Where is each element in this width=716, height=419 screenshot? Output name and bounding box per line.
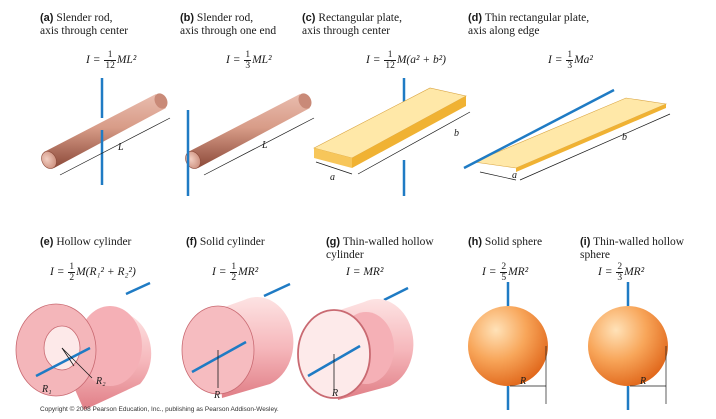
caption-g: (g) Thin-walled hollow cylinder <box>326 236 434 262</box>
rod-body <box>188 94 310 168</box>
radius-label: R <box>519 376 526 387</box>
rod-center-drawing: L <box>41 78 171 185</box>
plate-top-face <box>472 97 668 169</box>
caption-f: (f) Solid cylinder <box>186 236 265 249</box>
radius-label: R <box>639 376 646 387</box>
caption-letter: (a) <box>40 12 54 24</box>
caption-text: Solid cylinder <box>199 236 265 248</box>
caption-h: (h) Solid sphere <box>468 236 542 249</box>
dimension-a-line <box>479 171 517 181</box>
caption-letter: (i) <box>580 236 591 248</box>
plate-top-face <box>313 87 467 159</box>
rotation-axis <box>35 346 91 378</box>
hollow-sphere-drawing: R <box>588 282 668 410</box>
caption-letter: (f) <box>186 236 197 248</box>
solid-cylinder-drawing: R <box>181 282 294 401</box>
dimension-b-label: b <box>454 128 459 139</box>
caption-letter: (g) <box>326 236 341 248</box>
plate-front-edge <box>314 148 352 168</box>
length-label: L <box>261 140 268 151</box>
length-label: L <box>117 142 124 153</box>
caption-letter: (h) <box>468 236 483 248</box>
caption-text: Solid sphere <box>484 236 543 248</box>
dimension-b-line <box>357 111 471 175</box>
plate-edge-drawing: a b <box>463 88 671 181</box>
radius-label: R <box>213 390 220 401</box>
dimension-b-label: b <box>622 132 627 143</box>
rod-body <box>44 94 166 168</box>
radius-r2-label: R₂ <box>95 376 106 387</box>
formula-g: I = MR² <box>346 266 384 278</box>
dimension-a-line <box>315 161 353 175</box>
radius-r1-line <box>61 347 75 367</box>
copyright-notice: Copyright © 2008 Pearson Education, Inc.… <box>40 406 279 413</box>
rod-far-end <box>298 93 312 109</box>
plate-center-drawing: a b <box>313 78 471 196</box>
caption-i: (i) Thin-walled hollow sphere <box>580 236 684 262</box>
sphere-body <box>468 306 548 386</box>
rotation-axis-far <box>125 281 151 296</box>
caption-text: Thin-walled hollow cylinder <box>326 236 434 261</box>
caption-letter: (c) <box>302 12 316 24</box>
dimension-a-label: a <box>330 172 335 183</box>
radius-r1-label: R₁ <box>41 384 52 395</box>
dimension-b-line <box>519 113 671 181</box>
rod-end-drawing: L <box>185 93 315 196</box>
caption-text: Thin rectangular plate, axis along edge <box>468 12 590 37</box>
rotation-axis-far <box>263 282 291 298</box>
thin-hollow-cylinder-drawing: R <box>297 286 414 400</box>
caption-text: Hollow cylinder <box>56 236 132 248</box>
caption-text: Thin-walled hollow sphere <box>580 236 685 261</box>
rotation-axis <box>191 340 247 374</box>
hollow-cylinder-drawing: R₁ R₂ <box>15 281 152 410</box>
caption-text: Slender rod, axis through one end <box>180 12 277 37</box>
caption-a: (a) Slender rod, axis through center <box>40 12 128 38</box>
caption-letter: (b) <box>180 12 195 24</box>
caption-e: (e) Hollow cylinder <box>40 236 131 249</box>
caption-letter: (e) <box>40 236 54 248</box>
radius-r2-line <box>61 347 93 379</box>
caption-text: Slender rod, axis through center <box>40 12 129 37</box>
plate-side-edge <box>352 96 466 168</box>
caption-d: (d) Thin rectangular plate, axis along e… <box>468 12 589 38</box>
caption-letter: (d) <box>468 12 483 24</box>
rotation-axis-far <box>383 286 409 302</box>
plate-side-edge <box>516 104 666 172</box>
dimension-a-label: a <box>512 170 517 181</box>
caption-text: Rectangular plate, axis through center <box>302 12 402 37</box>
rotation-axis <box>463 88 615 170</box>
caption-c: (c) Rectangular plate, axis through cent… <box>302 12 402 38</box>
radius-label: R <box>331 388 338 399</box>
rod-far-end <box>154 93 168 109</box>
length-dimension-line <box>203 117 315 176</box>
length-dimension-line <box>59 117 171 176</box>
solid-sphere-drawing: R <box>468 282 548 410</box>
sphere-shell <box>588 306 668 386</box>
rod-near-end <box>41 151 57 169</box>
caption-b: (b) Slender rod, axis through one end <box>180 12 276 38</box>
